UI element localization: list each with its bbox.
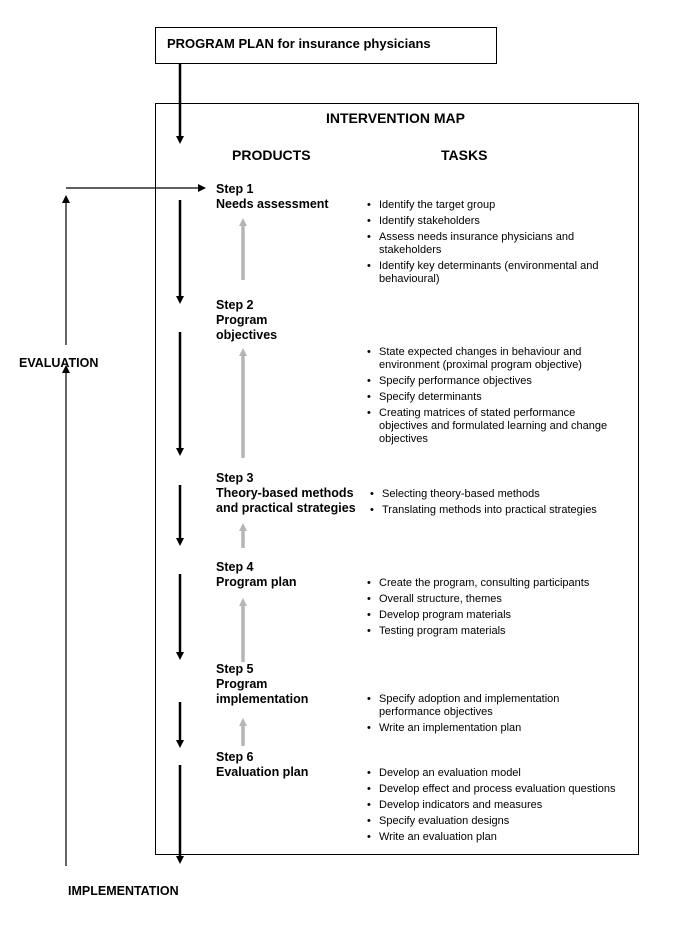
- task-item: Develop effect and process evaluation qu…: [367, 783, 632, 796]
- program-plan-title: PROGRAM PLAN for insurance physicians: [167, 36, 431, 51]
- task-item: Specify determinants: [367, 391, 617, 404]
- step-number: Step 4: [216, 560, 254, 574]
- step-number: Step 1: [216, 182, 254, 196]
- task-item: Identify stakeholders: [367, 215, 617, 228]
- task-item: Develop program materials: [367, 609, 627, 622]
- intervention-map-box: [155, 103, 639, 855]
- task-item: Specify evaluation designs: [367, 815, 632, 828]
- task-item: Identify the target group: [367, 199, 617, 212]
- task-item: Write an implementation plan: [367, 722, 597, 735]
- products-heading: PRODUCTS: [232, 147, 311, 163]
- intervention-map-title: INTERVENTION MAP: [326, 110, 465, 126]
- step-4-task-list: Create the program, consulting participa…: [367, 577, 627, 641]
- step-number: Step 2: [216, 298, 254, 312]
- task-item: Develop indicators and measures: [367, 799, 632, 812]
- step-name-line: Program plan: [216, 575, 297, 589]
- step-number: Step 5: [216, 662, 254, 676]
- task-item: Selecting theory-based methods: [370, 488, 630, 501]
- step-3-title: Step 3 Theory-based methods and practica…: [216, 471, 356, 516]
- task-item: Create the program, consulting participa…: [367, 577, 627, 590]
- step-6-task-list: Develop an evaluation model Develop effe…: [367, 767, 632, 847]
- step-name-line: implementation: [216, 692, 309, 706]
- task-item: Specify performance objectives: [367, 375, 617, 388]
- task-item: Testing program materials: [367, 625, 627, 638]
- task-item: Translating methods into practical strat…: [370, 504, 630, 517]
- task-item: Identify key determinants (environmental…: [367, 260, 617, 286]
- step-number: Step 6: [216, 750, 254, 764]
- task-item: Specify adoption and implementation perf…: [367, 693, 597, 719]
- step-name-line: Program: [216, 677, 268, 691]
- step-number: Step 3: [216, 471, 254, 485]
- step-1-title: Step 1 Needs assessment: [216, 182, 329, 212]
- step-2-title: Step 2 Program objectives: [216, 298, 277, 343]
- step-name-line: objectives: [216, 328, 278, 342]
- task-item: Write an evaluation plan: [367, 831, 632, 844]
- step-1-task-list: Identify the target group Identify stake…: [367, 199, 617, 289]
- step-4-title: Step 4 Program plan: [216, 560, 297, 590]
- evaluation-label: EVALUATION: [19, 356, 99, 370]
- step-name-line: Theory-based methods: [216, 486, 354, 500]
- step-5-title: Step 5 Program implementation: [216, 662, 308, 707]
- task-item: Creating matrices of stated performance …: [367, 407, 617, 446]
- step-6-title: Step 6 Evaluation plan: [216, 750, 308, 780]
- step-2-task-list: State expected changes in behaviour and …: [367, 346, 617, 449]
- implementation-label: IMPLEMENTATION: [68, 884, 179, 898]
- step-name-line: Program: [216, 313, 268, 327]
- step-name-line: Evaluation plan: [216, 765, 309, 779]
- tasks-heading: TASKS: [441, 147, 488, 163]
- step-5-task-list: Specify adoption and implementation perf…: [367, 693, 597, 738]
- program-plan-box: PROGRAM PLAN for insurance physicians: [155, 27, 497, 64]
- step-name-line: Needs assessment: [216, 197, 329, 211]
- step-3-task-list: Selecting theory-based methods Translati…: [370, 488, 630, 520]
- step-name-line: and practical strategies: [216, 501, 356, 515]
- task-item: Develop an evaluation model: [367, 767, 632, 780]
- task-item: Assess needs insurance physicians and st…: [367, 231, 617, 257]
- task-item: State expected changes in behaviour and …: [367, 346, 617, 372]
- task-item: Overall structure, themes: [367, 593, 627, 606]
